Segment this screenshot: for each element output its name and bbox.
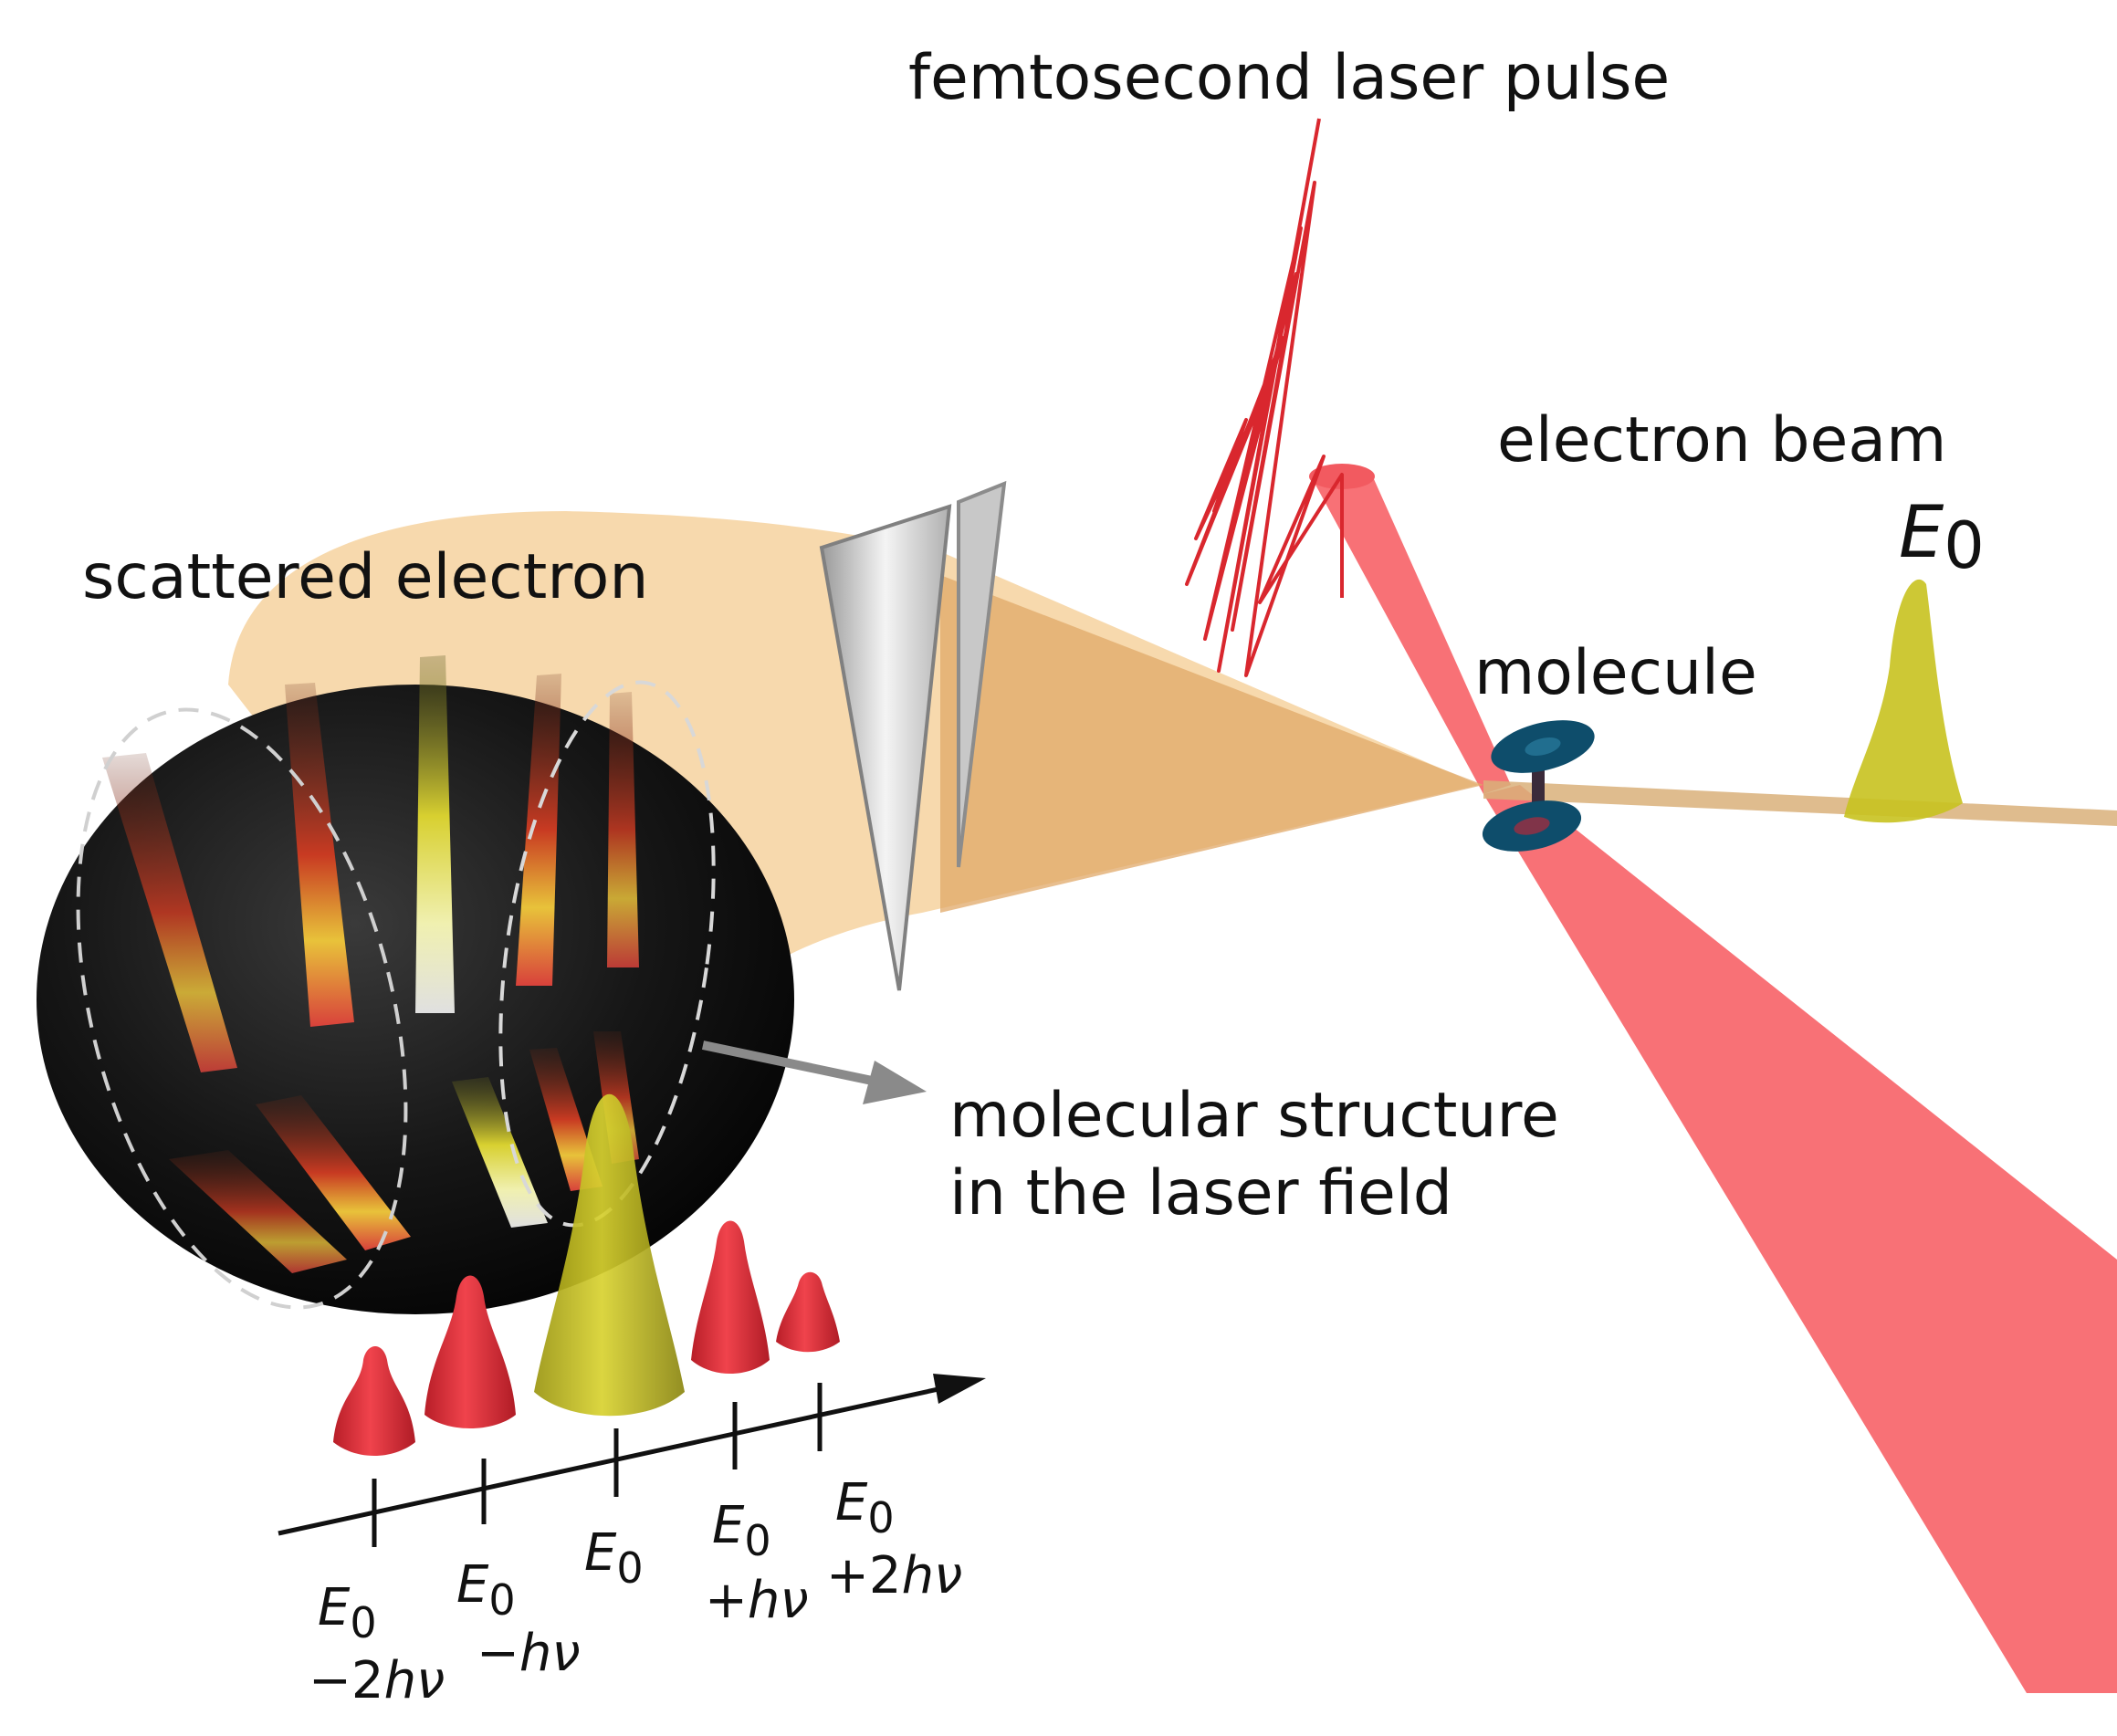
energy-axis-arrowhead — [933, 1374, 986, 1404]
peak-plus-2hv — [776, 1271, 840, 1353]
peak-plus-hv — [691, 1220, 770, 1374]
structure-arrow-shaft — [701, 1041, 878, 1086]
label-molecular-structure-line2: in the laser field — [949, 1157, 1452, 1229]
peak-center — [534, 1093, 685, 1417]
diffraction-streak — [516, 674, 561, 986]
label-electron-beam: electron beam — [1497, 404, 1946, 476]
diffraction-streak — [452, 1077, 548, 1228]
aperture-plates — [819, 480, 1007, 991]
peak-minus-2hv — [333, 1346, 415, 1456]
energy-spectrum-peaks — [333, 579, 1963, 1456]
energy-axis-line — [278, 1380, 969, 1536]
tick-shift-minus-2hv: −2hν — [309, 1651, 445, 1710]
tick-shift-minus-hv: −hν — [477, 1624, 581, 1683]
diffraction-streak — [102, 753, 237, 1072]
label-molecular-structure-line1: molecular structure — [949, 1080, 1559, 1152]
tick-shift-plus-hv: +hν — [705, 1571, 809, 1630]
label-beam-energy: E0 — [1899, 492, 1985, 583]
tick-label-plus-hv: E0 — [712, 1496, 771, 1565]
ring-outer — [76, 707, 408, 1310]
diffraction-streak — [607, 692, 639, 967]
diffraction-streak — [256, 1095, 411, 1250]
label-scattered-electron: scattered electron — [82, 541, 649, 613]
molecule-atom-bottom-inner — [1514, 817, 1550, 835]
diffraction-streak — [285, 683, 354, 1027]
tick-label-minus-hv: E0 — [456, 1555, 516, 1625]
laser-beam-upper — [1310, 475, 1511, 794]
molecule-atom-top-inner — [1525, 737, 1561, 756]
aperture-plate-back — [957, 480, 1007, 868]
femtosecond-laser-pulse — [1185, 118, 1344, 677]
tick-shift-plus-2hv: +2hν — [826, 1546, 962, 1605]
tick-label-center: E0 — [584, 1523, 644, 1593]
diffraction-streak — [529, 1048, 603, 1191]
label-femtosecond-laser-pulse: femtosecond laser pulse — [908, 42, 1670, 114]
tick-label-plus-2hv: E0 — [835, 1473, 895, 1543]
structure-arrow-head — [863, 1061, 927, 1104]
label-molecule: molecule — [1474, 637, 1757, 709]
peak-minus-hv — [424, 1275, 516, 1428]
ring-inner — [498, 680, 716, 1228]
diffraction-streak — [169, 1150, 347, 1273]
peak-beam-e0 — [1844, 579, 1963, 823]
structure-arrow — [701, 1041, 927, 1104]
electron-beam-line — [1483, 780, 2117, 826]
energy-axis — [278, 1374, 986, 1547]
aperture-plate-front — [819, 504, 952, 991]
diffraction-streak — [415, 655, 455, 1013]
energy-axis-labels: E0 −2hν E0 −hν E0 E0 +hν E0 +2hν — [309, 1473, 962, 1710]
molecule — [1482, 720, 1595, 852]
tick-label-minus-2hv: E0 — [318, 1578, 377, 1647]
laser-beam-lower — [1483, 785, 2117, 1693]
scattered-cone-inner — [940, 575, 1483, 913]
